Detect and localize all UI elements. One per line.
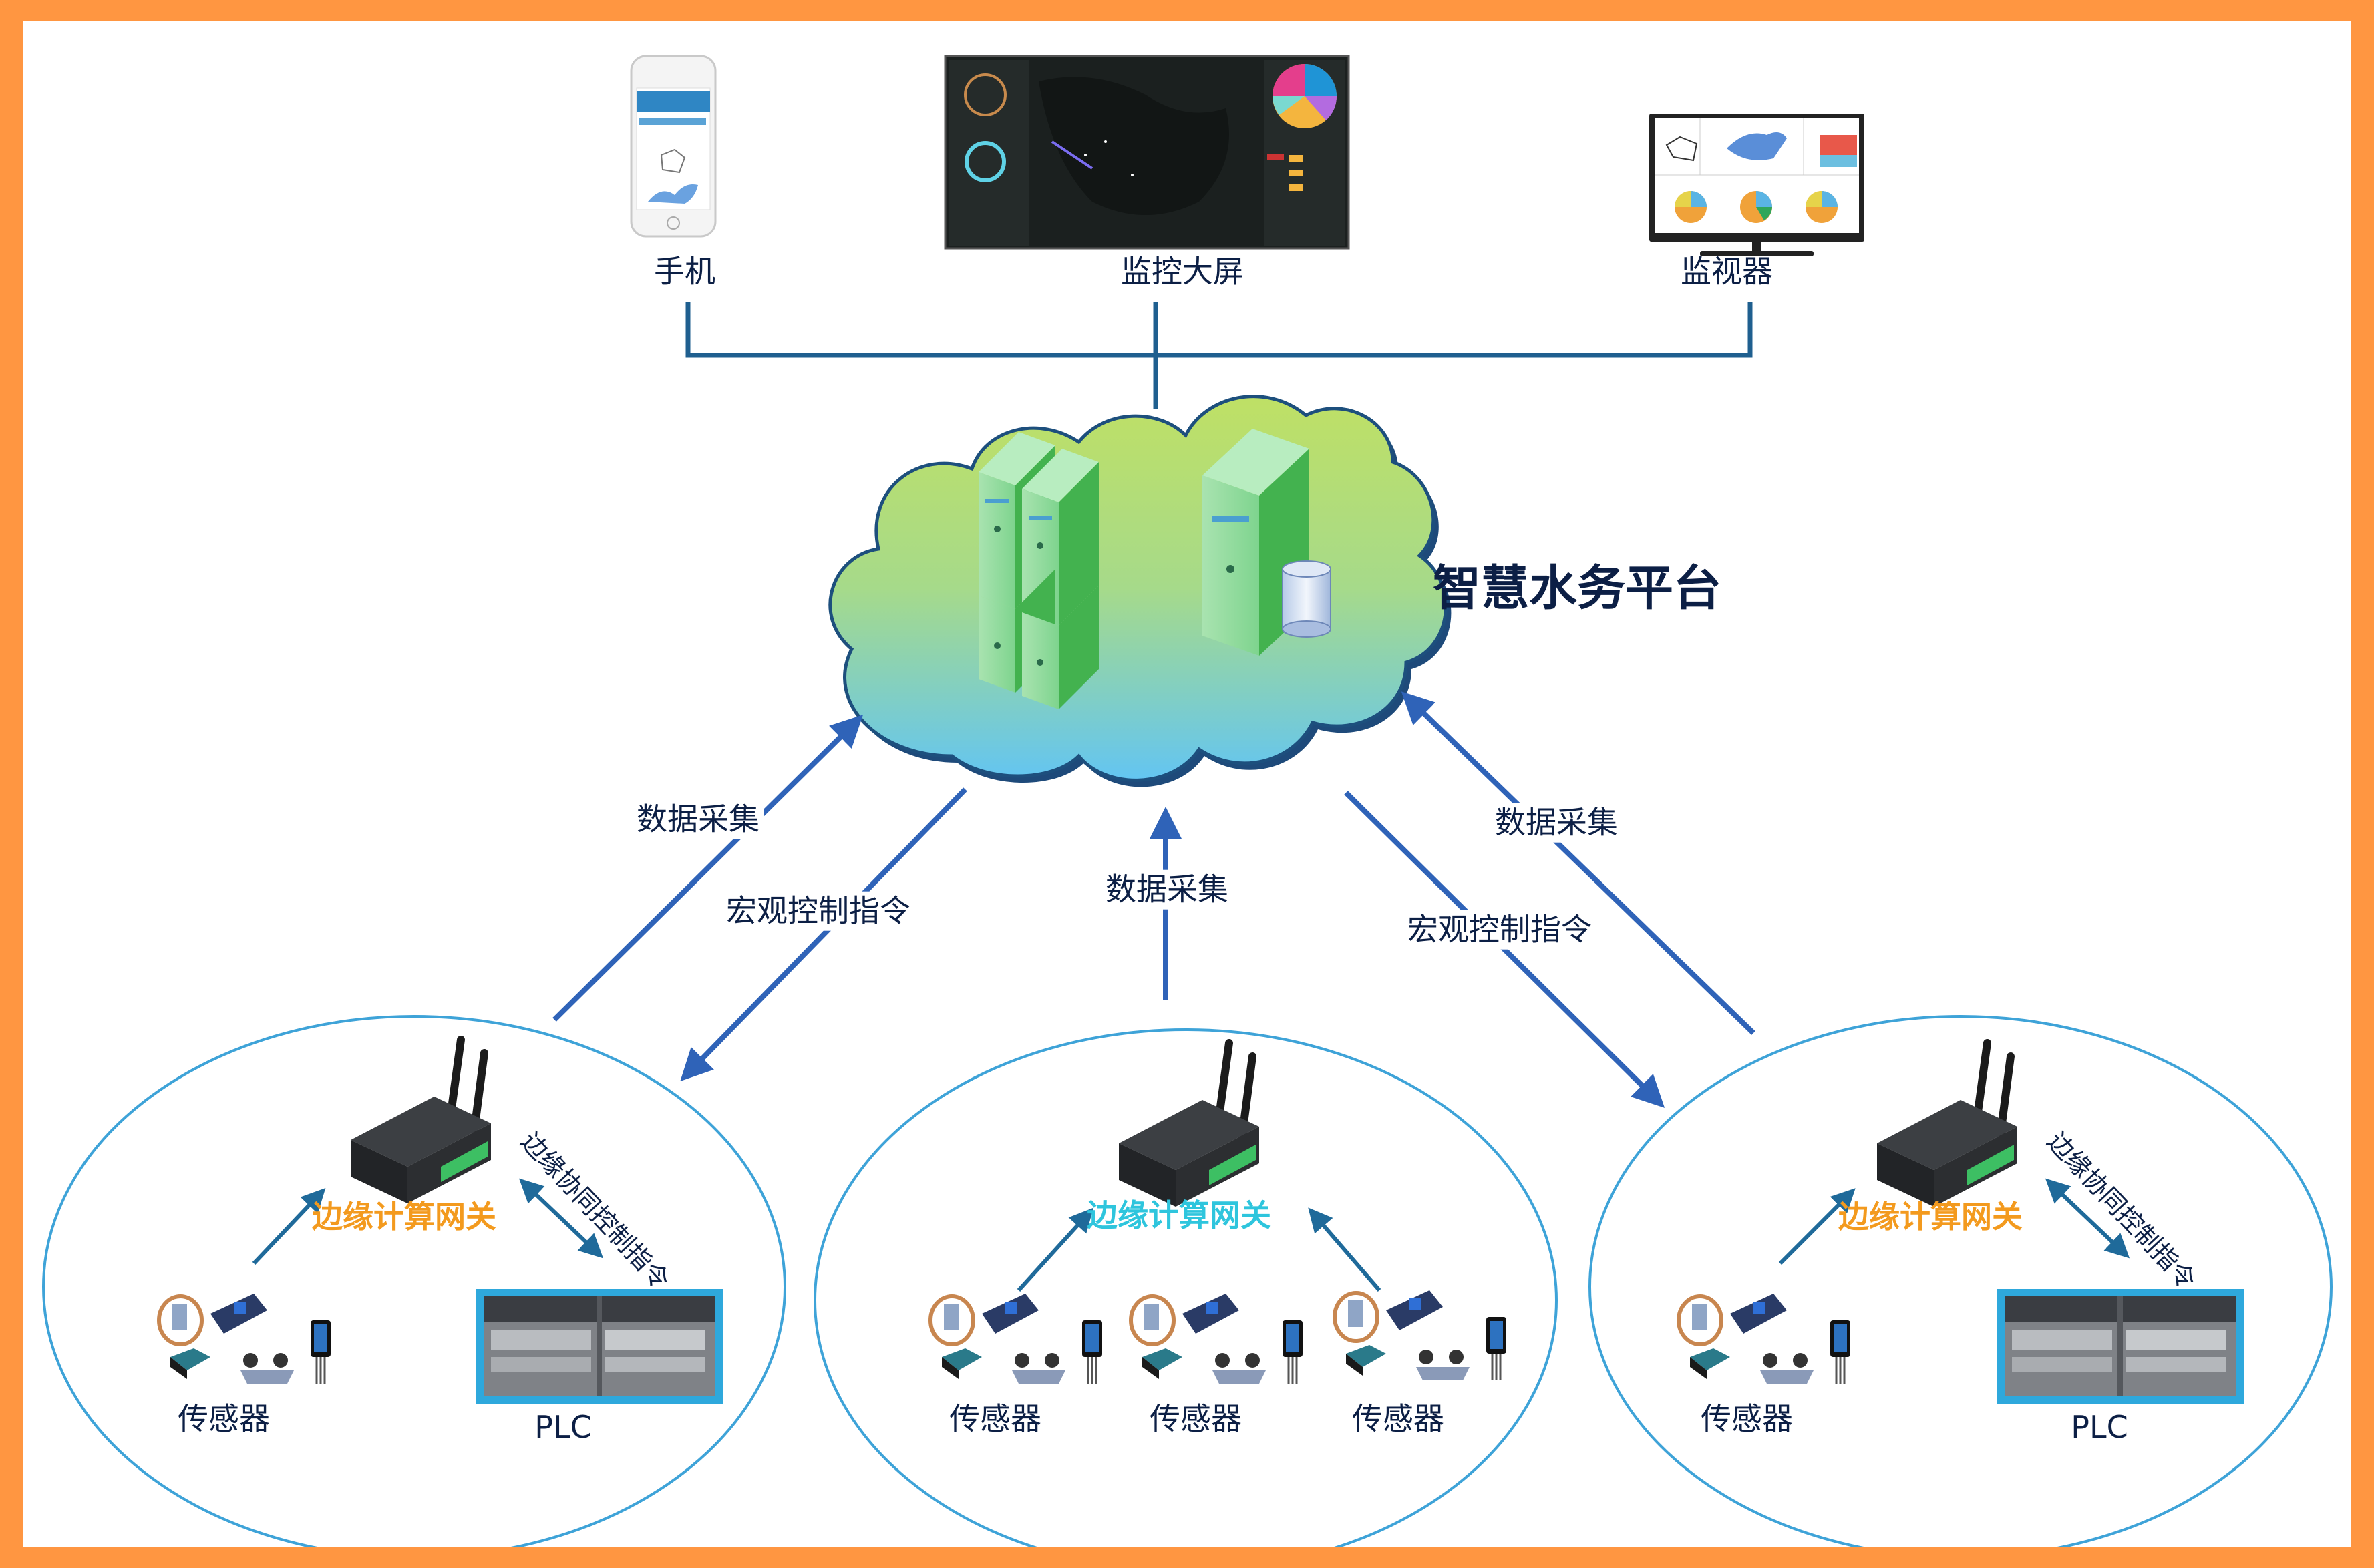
edge-gateway-icon[interactable] — [351, 1036, 491, 1203]
pie-chart-icon — [1273, 64, 1337, 128]
server-rack-icon — [979, 432, 1099, 709]
sensor-label: 传感器 — [178, 1400, 270, 1437]
arrow-sensor-to-gateway — [252, 1187, 326, 1265]
client-bus — [685, 302, 1753, 409]
gateway-label-right: 边缘计算网关 — [1838, 1199, 2023, 1235]
edge-site-center-boundary — [814, 1028, 1558, 1547]
platform-title: 智慧水务平台 — [1433, 560, 1722, 616]
gateway-label-center: 边缘计算网关 — [1087, 1197, 1271, 1233]
arrow-right-data-up — [1401, 691, 1755, 1035]
arrow-sensor-to-gateway — [1017, 1207, 1094, 1292]
plc-label-left: PLC — [534, 1409, 592, 1445]
sensor-cluster-icon[interactable] — [1333, 1290, 1506, 1380]
arrow-left-data-up — [552, 715, 864, 1022]
sensor-label: 传感器 — [1150, 1400, 1242, 1437]
plc-cabinet-icon[interactable] — [476, 1289, 723, 1404]
sensor-cluster-icon[interactable] — [1677, 1294, 1850, 1384]
client-label-monitor: 监视器 — [1681, 253, 1773, 290]
client-label-phone: 手机 — [654, 253, 715, 290]
gateway-label-left: 边缘计算网关 — [312, 1199, 496, 1235]
arrow-gateway-plc — [518, 1178, 604, 1259]
sensor-label: 传感器 — [1352, 1400, 1444, 1437]
diagram-canvas: 手机 监控大屏 监视器 智慧水务平台 数据采集 宏观控制指令 数据采集 数据采集… — [23, 21, 2351, 1547]
edge-site-left-boundary — [42, 1015, 786, 1547]
sensor-label: 传感器 — [949, 1400, 1041, 1437]
sensor-label: 传感器 — [1701, 1400, 1793, 1437]
flow-label-left-control: 宏观控制指令 — [722, 891, 914, 931]
client-label-big-screen: 监控大屏 — [1121, 253, 1244, 290]
sensor-cluster-icon[interactable] — [1129, 1294, 1303, 1384]
phone-icon[interactable] — [630, 55, 717, 238]
cloud-platform[interactable] — [828, 395, 1452, 787]
edge-gateway-icon[interactable] — [1877, 1039, 2017, 1207]
plc-cabinet-icon[interactable] — [1997, 1289, 2244, 1404]
client-bus-line — [685, 302, 1753, 358]
database-icon — [1282, 560, 1331, 638]
flow-label-right-data: 数据采集 — [1491, 803, 1622, 843]
monitor-icon[interactable] — [1649, 114, 1864, 256]
site-internal-arrows — [252, 1178, 2130, 1292]
arrow-gateway-plc — [2045, 1178, 2130, 1259]
sensor-cluster-icon[interactable] — [157, 1294, 331, 1384]
edge-site-right-boundary — [1588, 1015, 2333, 1547]
arrow-sensor-to-gateway — [1778, 1188, 1856, 1265]
flow-label-right-control: 宏观控制指令 — [1403, 910, 1596, 950]
big-screen-icon[interactable] — [944, 55, 1350, 250]
flow-label-left-data: 数据采集 — [633, 799, 764, 839]
plc-label-right: PLC — [2071, 1409, 2128, 1445]
arrow-sensor-to-gateway — [1308, 1207, 1381, 1292]
pie-chart-icon — [1675, 191, 1838, 223]
edge-gateway-icon[interactable] — [1119, 1039, 1259, 1207]
flow-label-center-data: 数据采集 — [1101, 869, 1232, 910]
sensor-cluster-icon[interactable] — [928, 1294, 1102, 1384]
architecture-diagram — [42, 55, 2333, 1547]
